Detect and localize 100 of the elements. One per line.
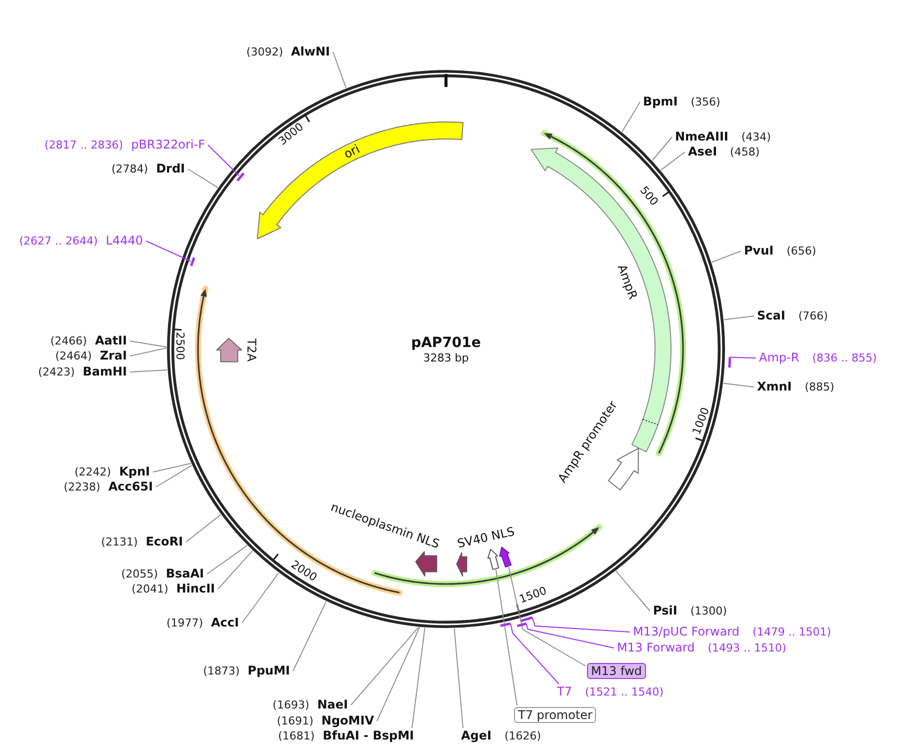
feature-label: ori [342, 142, 362, 162]
leader-line [152, 462, 192, 472]
primer-name: L4440 [106, 234, 143, 248]
leader-line [376, 626, 420, 722]
plasmid-name: pAP701e [411, 335, 481, 351]
enzyme-name: AlwNI [291, 44, 330, 58]
leader-line [218, 550, 254, 590]
scale-label: 1500 [518, 585, 548, 605]
feature-marker [498, 546, 513, 569]
cut-position: (2464) [55, 350, 92, 364]
leader-line [206, 544, 248, 574]
cut-position: (766) [798, 310, 828, 324]
primer-name: M13 Forward [617, 640, 695, 654]
enzyme-name: AseI [688, 144, 718, 158]
feature-label: T2A [244, 338, 258, 362]
feature-tag: T7 promoter [514, 707, 596, 723]
cut-position: (1873) [203, 664, 240, 678]
leader-line [526, 623, 614, 648]
cut-position: (2055) [121, 568, 158, 582]
enzyme-name: HincII [176, 582, 215, 596]
enzyme-name: AatII [94, 334, 127, 348]
leader-line [242, 572, 280, 624]
leader-line [186, 514, 222, 542]
primer-site-mark [515, 622, 528, 628]
leader-line [652, 136, 672, 161]
feature-tag: M13 fwd [587, 663, 646, 679]
leader-line [729, 356, 756, 358]
enzyme-name: NmeAIII [675, 130, 728, 144]
enzyme-name: NgoMIV [321, 714, 374, 728]
leader-line [660, 152, 686, 171]
leader-line [332, 52, 347, 88]
primer-site-mark [499, 622, 512, 627]
enzyme-name: NaeI [317, 698, 348, 712]
enzyme-name: BsaAI [166, 566, 204, 580]
enzyme-name: ZraI [100, 348, 127, 362]
cut-position: (356) [690, 96, 720, 110]
scale-label: 500 [638, 184, 660, 208]
primer-range: (1493 .. 1510) [708, 642, 786, 656]
primer-range: (836 .. 855) [812, 352, 877, 366]
cut-position: (2238) [64, 480, 100, 494]
leader-line [454, 628, 464, 728]
primer-range: (2627 .. 2644) [19, 234, 98, 248]
cut-position: (885) [804, 380, 834, 394]
cut-position: (2423) [38, 366, 75, 380]
leader-line [130, 369, 168, 372]
cut-position: (656) [786, 244, 816, 258]
cut-position: (2784) [111, 162, 148, 176]
leader-line [495, 569, 518, 706]
leader-line [622, 102, 640, 132]
feature-marker [486, 548, 500, 571]
enzyme-name: AccI [211, 616, 239, 630]
enzyme-name: PpuMI [248, 664, 290, 678]
leader-line [722, 382, 754, 388]
leader-line [292, 601, 327, 672]
scale-label: 2500 [174, 332, 186, 360]
enzyme-name: BamHI [82, 364, 127, 378]
cut-position: (1691) [276, 714, 314, 728]
primer-name: pBR322ori-F [131, 138, 205, 152]
leader-line [711, 250, 742, 263]
leader-line [412, 627, 426, 728]
primer-name: M13/pUC Forward [633, 624, 740, 638]
cut-position: (3092) [246, 46, 283, 60]
enzyme-name: EcoRI [146, 534, 183, 548]
enzyme-name: DrdI [156, 162, 185, 176]
cut-position: (434) [741, 130, 771, 144]
leader-line [532, 616, 630, 632]
scale-label: 1000 [690, 406, 712, 436]
cut-position: (2131) [101, 536, 138, 550]
primer-name: Amp-R [759, 350, 800, 364]
feature-label: AmpR [614, 262, 640, 302]
leader-line [723, 316, 754, 320]
enzyme-name: ScaI [757, 308, 786, 322]
leader-line [508, 566, 586, 666]
leader-line [146, 240, 192, 262]
primer-site-mark [519, 616, 534, 623]
cut-position: (1626) [504, 730, 542, 744]
enzyme-name: BfuAI - BspMI [322, 728, 414, 742]
enzyme-name: AgeI [461, 728, 492, 742]
cut-position: (2466) [50, 334, 87, 348]
enzyme-name: PsiI [653, 604, 678, 618]
leader-line [156, 464, 192, 488]
primer-range: (1521 .. 1540) [584, 686, 664, 700]
primer-site-mark [728, 355, 732, 369]
leader-line [188, 168, 218, 188]
primer-range: (1479 .. 1501) [752, 626, 832, 640]
primer-site-mark [189, 256, 196, 268]
leader-line [130, 348, 167, 356]
cut-position: (1977) [166, 616, 204, 630]
enzyme-name: BpmI [643, 94, 678, 108]
primer-range: (2817 .. 2836) [44, 138, 124, 152]
cut-position: (2242) [74, 466, 112, 480]
primer-name: T7 [557, 684, 572, 698]
primer-site-mark [236, 171, 245, 183]
cut-position: (2041) [132, 582, 168, 596]
leader-line [208, 144, 240, 176]
leader-line [615, 570, 650, 612]
leader-line [510, 623, 560, 684]
enzyme-name: PvuI [744, 244, 774, 258]
enzyme-name: XmnI [757, 380, 792, 394]
cut-position: (1681) [278, 730, 315, 744]
